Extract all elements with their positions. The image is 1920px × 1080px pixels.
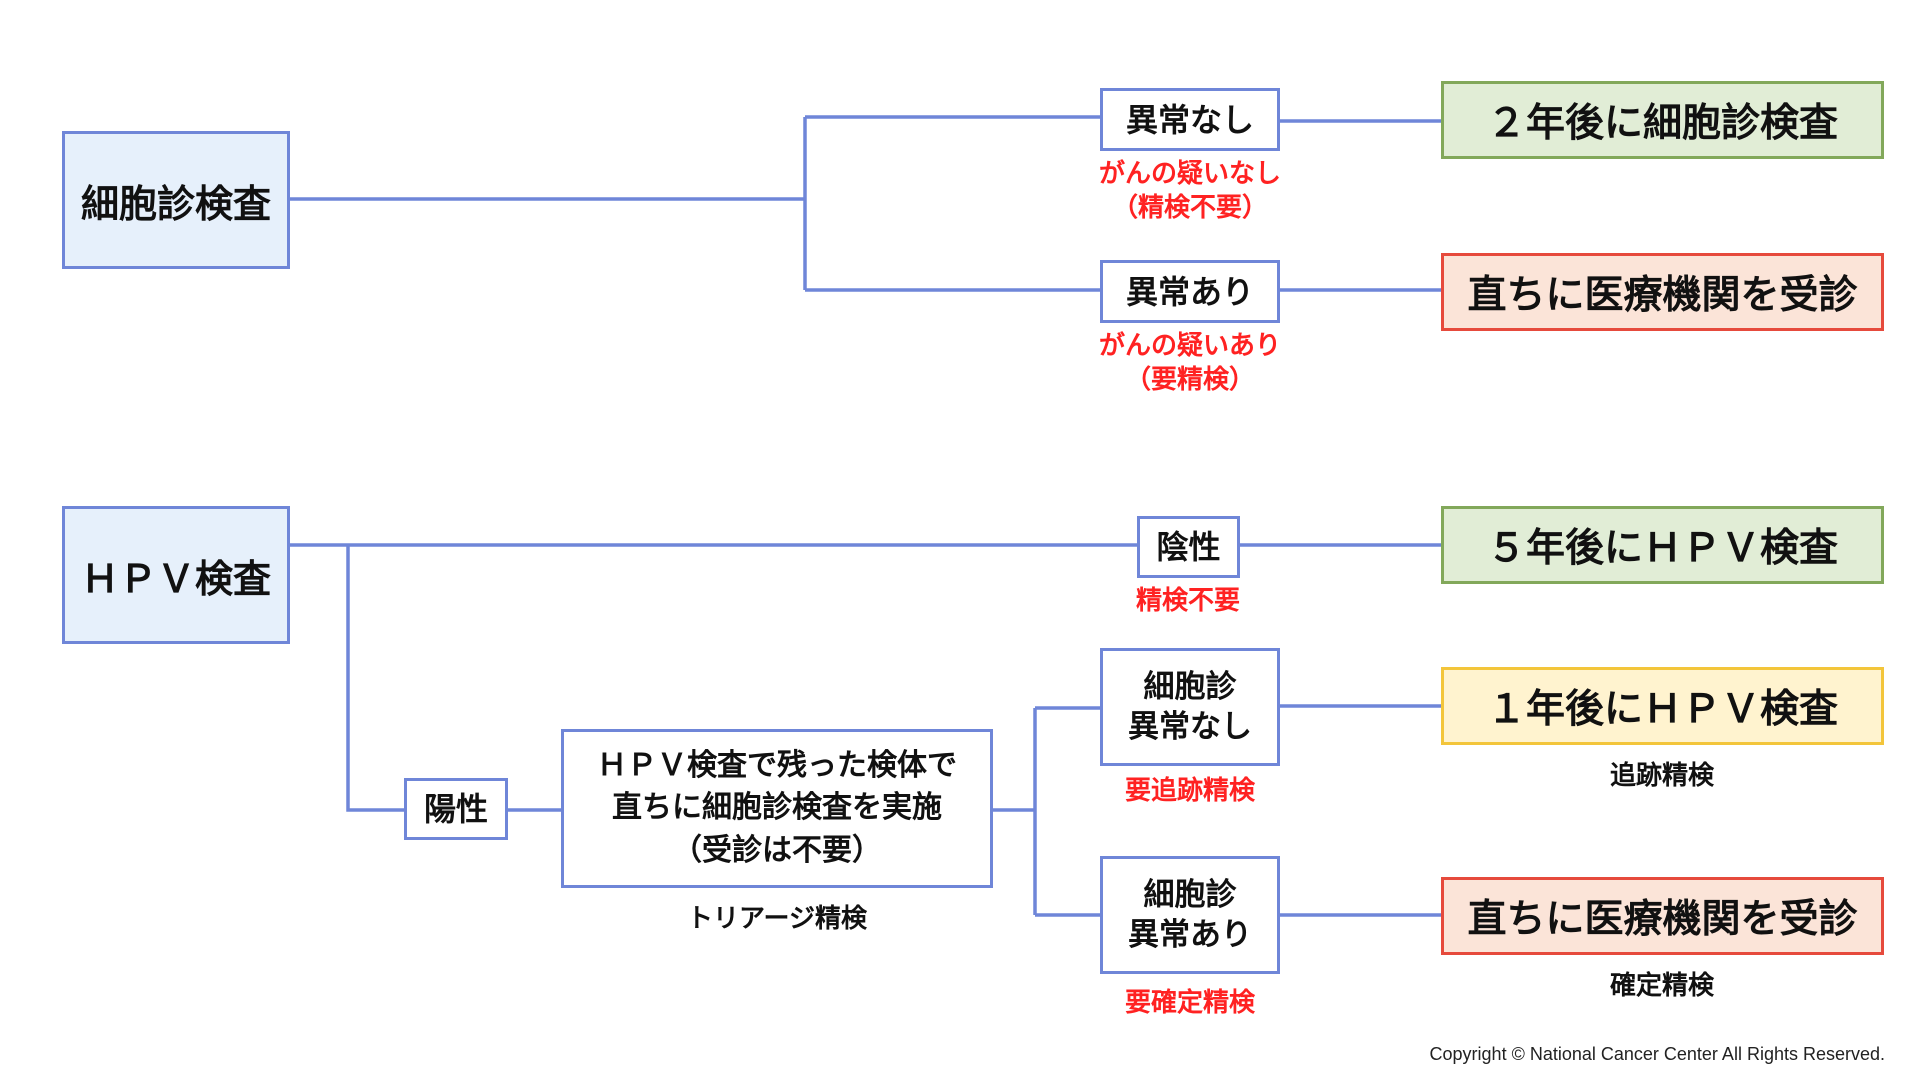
hpv-negative-outcome-label: ５年後にＨＰＶ検査 [1486, 526, 1838, 571]
cytology-normal-box: 異常なし [1100, 88, 1280, 151]
triage-line3: （受診は不要） [672, 832, 882, 868]
cytology-abnormal-outcome-box: 直ちに医療機関を受診 [1441, 253, 1884, 331]
cytology-test-label: 細胞診検査 [80, 181, 271, 226]
cytology-normal-note: がんの疑いなし （精検不要） [1065, 158, 1315, 226]
cytology-abnormal-note-line1: がんの疑いあり [1098, 331, 1281, 361]
triage-box: ＨＰＶ検査で残った検体で 直ちに細胞診検査を実施 （受診は不要） [561, 729, 993, 888]
triage-line2: 直ちに細胞診検査を実施 [612, 790, 942, 826]
cytology-abnormal-label: 異常あり [1125, 272, 1254, 311]
hpv-positive-box: 陽性 [404, 778, 508, 840]
cyto-normal-note: 要追跡精検 [1124, 776, 1255, 806]
cyto-normal-box: 細胞診 異常なし [1100, 648, 1280, 766]
cyto-abnormal-note: 要確定精検 [1124, 988, 1255, 1018]
cytology-normal-outcome-box: ２年後に細胞診検査 [1441, 81, 1884, 159]
cytology-normal-label: 異常なし [1125, 100, 1254, 139]
cyto-normal-outcome-box: １年後にＨＰＶ検査 [1441, 667, 1884, 745]
cyto-abnormal-outcome-box: 直ちに医療機関を受診 [1441, 877, 1884, 955]
cyto-normal-line1: 細胞診 [1143, 668, 1237, 705]
hpv-test-box: ＨＰＶ検査 [62, 506, 290, 644]
cyto-abnormal-box: 細胞診 異常あり [1100, 856, 1280, 974]
copyright-notice: Copyright © National Cancer Center All R… [1429, 1044, 1885, 1064]
hpv-negative-box: 陰性 [1137, 516, 1240, 578]
cytology-abnormal-box: 異常あり [1100, 260, 1280, 323]
cyto-abnormal-line1: 細胞診 [1143, 876, 1237, 913]
cytology-normal-outcome-label: ２年後に細胞診検査 [1486, 101, 1838, 146]
hpv-positive-label: 陽性 [423, 790, 488, 828]
cyto-abnormal-outcome-label: 直ちに医療機関を受診 [1467, 897, 1858, 942]
cyto-normal-outcome-label: １年後にＨＰＶ検査 [1486, 687, 1838, 732]
cytology-test-box: 細胞診検査 [62, 131, 290, 269]
cytology-abnormal-outcome-label: 直ちに医療機関を受診 [1467, 273, 1858, 318]
triage-note: トリアージ精検 [687, 904, 867, 934]
cyto-abnormal-line2: 異常あり [1128, 917, 1252, 953]
cyto-normal-outcome-note: 追跡精検 [1609, 761, 1714, 791]
cytology-normal-note-line1: がんの疑いなし [1098, 159, 1281, 189]
cytology-normal-note-line2: （精検不要） [1111, 192, 1268, 223]
cyto-abnormal-outcome-note: 確定精検 [1609, 971, 1714, 1001]
hpv-negative-note: 精検不要 [1135, 586, 1240, 616]
cyto-normal-line2: 異常なし [1128, 709, 1252, 745]
hpv-test-label: ＨＰＶ検査 [80, 556, 271, 601]
hpv-negative-label: 陰性 [1156, 528, 1221, 566]
hpv-negative-outcome-box: ５年後にＨＰＶ検査 [1441, 506, 1884, 584]
cytology-abnormal-note-line2: （要精検） [1124, 364, 1255, 395]
cytology-abnormal-note: がんの疑いあり （要精検） [1065, 330, 1315, 398]
connector-hpv-down [346, 545, 404, 812]
triage-line1: ＨＰＶ検査で残った検体で [597, 747, 957, 783]
